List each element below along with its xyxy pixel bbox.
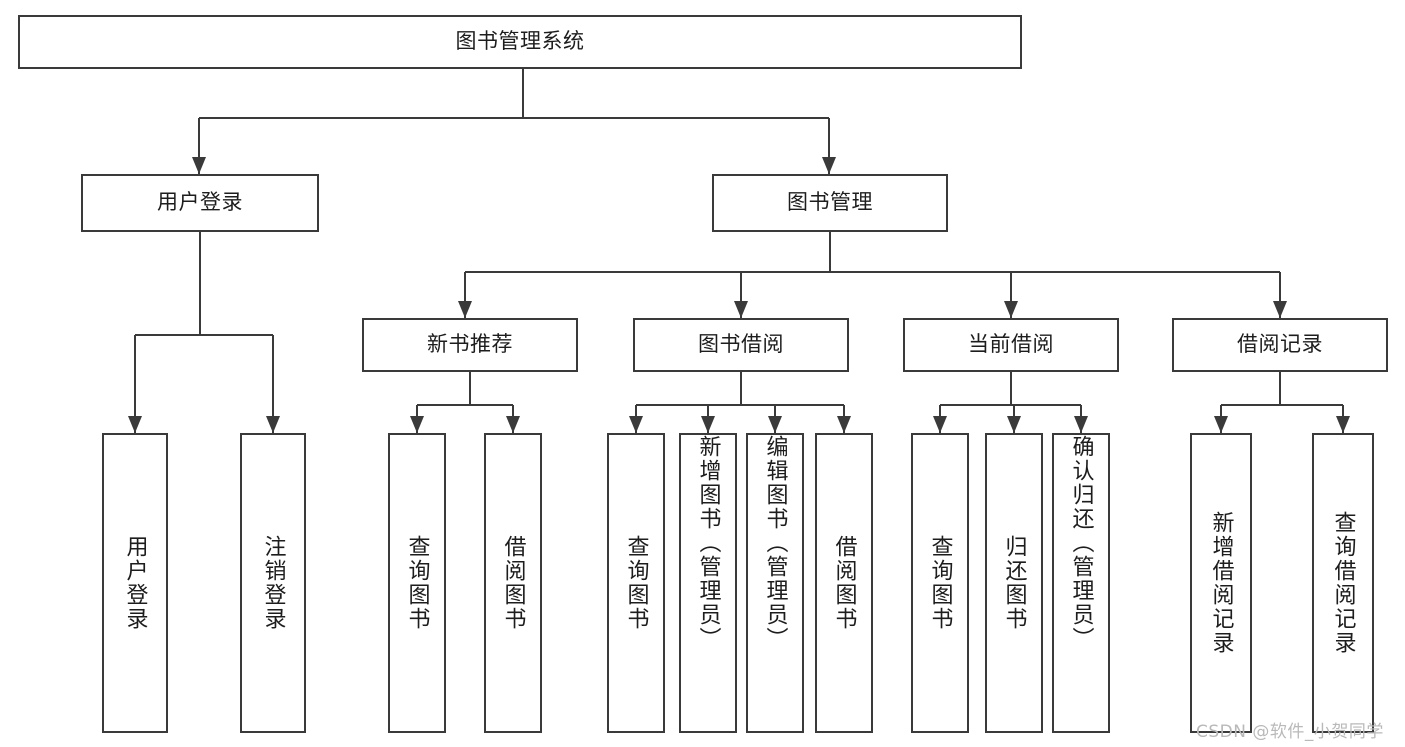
node-label: 确认归还（管理员）: [1068, 435, 1094, 651]
node-borrow-record[interactable]: 借阅记录: [1172, 318, 1388, 372]
node-label: 借阅图书: [831, 535, 857, 631]
node-leaf-borrow-book-1[interactable]: 借阅图书: [484, 433, 542, 733]
node-leaf-logout[interactable]: 注销登录: [240, 433, 306, 733]
node-book-borrow[interactable]: 图书借阅: [633, 318, 849, 372]
node-leaf-query-book-1[interactable]: 查询图书: [388, 433, 446, 733]
node-root[interactable]: 图书管理系统: [18, 15, 1022, 69]
node-leaf-confirm-return-admin[interactable]: 确认归还（管理员）: [1052, 433, 1110, 733]
node-label: 新书推荐: [427, 332, 513, 357]
node-label: 图书管理: [787, 190, 873, 215]
node-leaf-query-book-2[interactable]: 查询图书: [607, 433, 665, 733]
node-new-book-recommend[interactable]: 新书推荐: [362, 318, 578, 372]
node-label: 用户登录: [122, 535, 148, 631]
node-label: 用户登录: [157, 190, 243, 215]
node-user-login[interactable]: 用户登录: [81, 174, 319, 232]
node-leaf-user-login[interactable]: 用户登录: [102, 433, 168, 733]
node-current-borrow[interactable]: 当前借阅: [903, 318, 1119, 372]
node-label: 编辑图书（管理员）: [762, 435, 788, 651]
node-label: 归还图书: [1001, 535, 1027, 631]
node-leaf-edit-book-admin[interactable]: 编辑图书（管理员）: [746, 433, 804, 733]
node-label: 注销登录: [260, 535, 286, 631]
node-leaf-query-borrow-record[interactable]: 查询借阅记录: [1312, 433, 1374, 733]
node-label: 借阅记录: [1237, 332, 1323, 357]
node-leaf-add-borrow-record[interactable]: 新增借阅记录: [1190, 433, 1252, 733]
node-label: 图书借阅: [698, 332, 784, 357]
node-label: 当前借阅: [968, 332, 1054, 357]
node-leaf-add-book-admin[interactable]: 新增图书（管理员）: [679, 433, 737, 733]
node-leaf-query-book-3[interactable]: 查询图书: [911, 433, 969, 733]
watermark: CSDN @软件_小贺同学: [1196, 722, 1384, 742]
node-label: 查询借阅记录: [1330, 511, 1356, 655]
node-book-management[interactable]: 图书管理: [712, 174, 948, 232]
node-label: 查询图书: [404, 535, 430, 631]
node-label: 查询图书: [623, 535, 649, 631]
node-leaf-borrow-book-2[interactable]: 借阅图书: [815, 433, 873, 733]
node-label: 查询图书: [927, 535, 953, 631]
node-leaf-return-book[interactable]: 归还图书: [985, 433, 1043, 733]
node-label: 新增图书（管理员）: [695, 435, 721, 651]
node-label: 图书管理系统: [455, 29, 585, 54]
node-label: 借阅图书: [500, 535, 526, 631]
node-label: 新增借阅记录: [1208, 511, 1234, 655]
